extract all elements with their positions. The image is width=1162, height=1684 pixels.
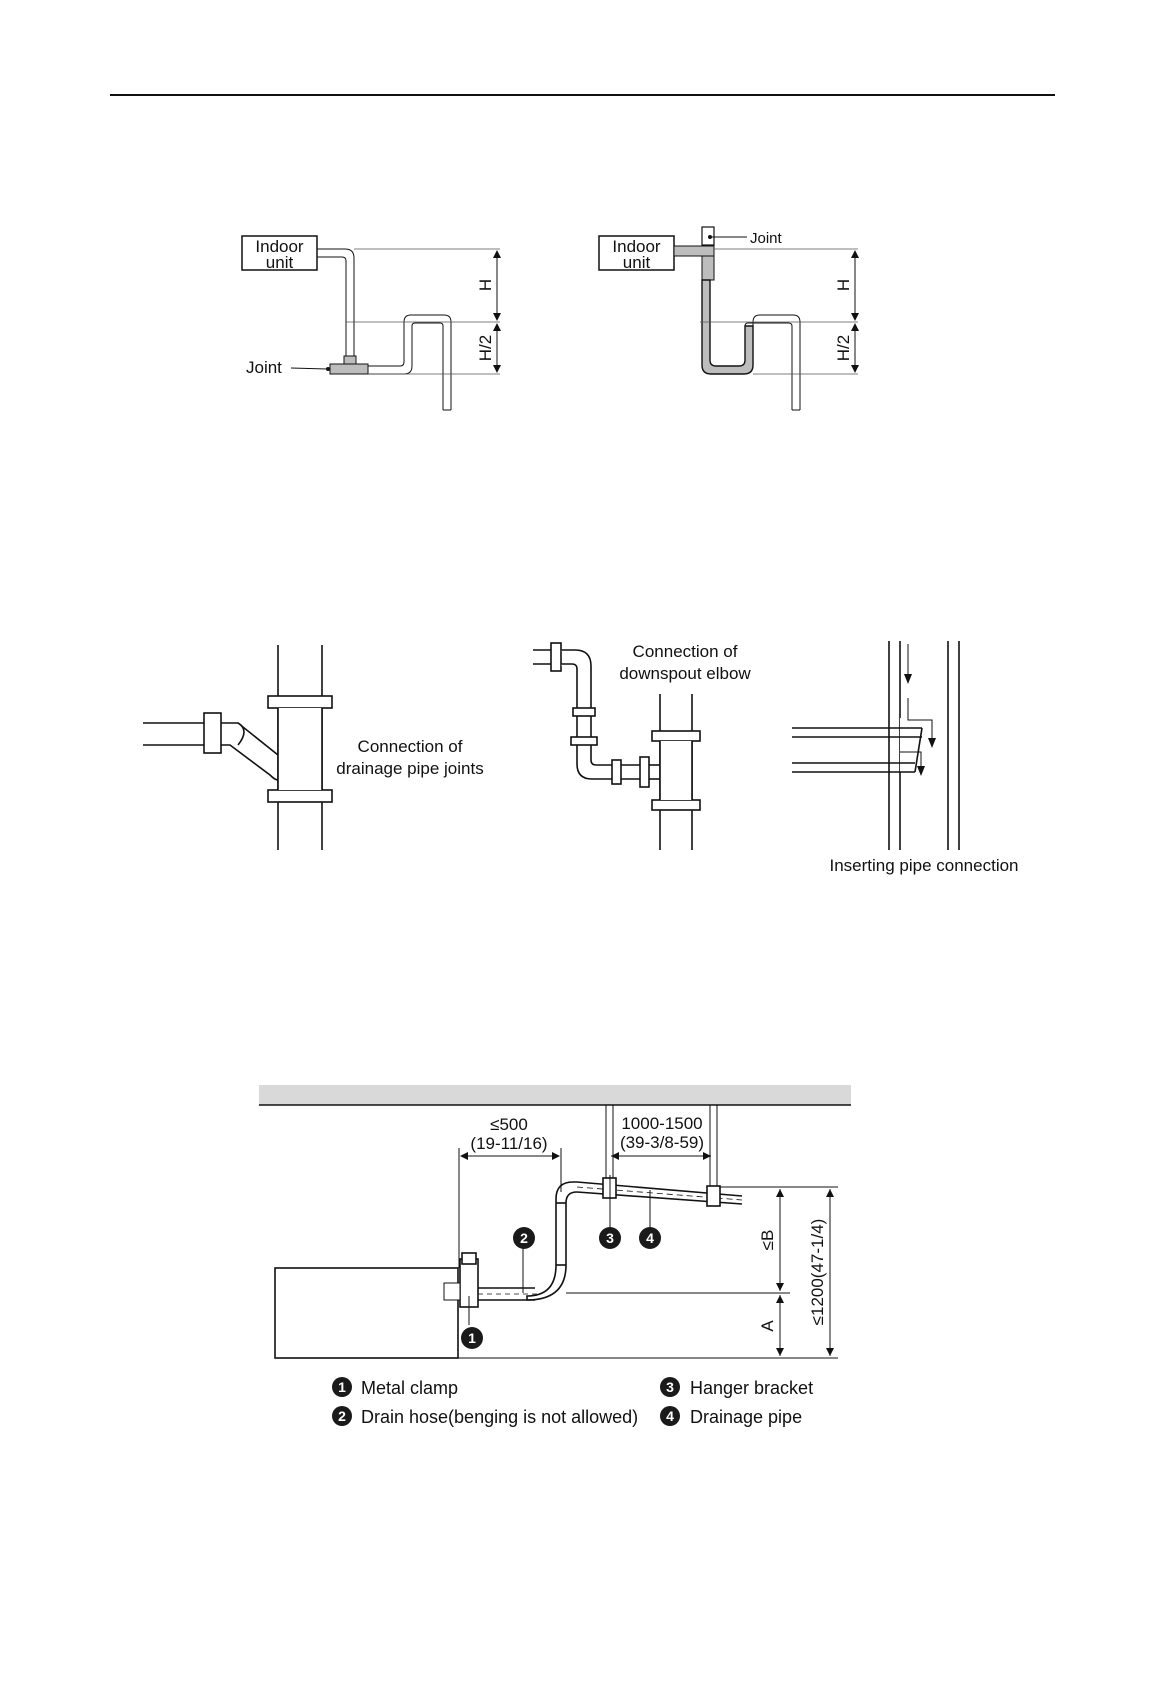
height-label: H (834, 279, 853, 291)
dim-hanger-label: (39-3/8-59) (620, 1133, 704, 1152)
drain-pipe (317, 249, 354, 356)
dim-500-label: (19-11/16) (470, 1134, 547, 1153)
badge-metal-clamp: 1 (461, 1327, 483, 1349)
elbow-coupling (640, 757, 649, 787)
inserting-label: Inserting pipe connection (829, 856, 1018, 875)
svg-text:Metal clamp: Metal clamp (361, 1378, 458, 1398)
dim-total-label: ≤1200(47-1/4) (808, 1219, 827, 1326)
flow-arrow (904, 674, 912, 684)
joint-block (330, 364, 368, 374)
trap-water (702, 280, 753, 374)
trap-diagram-right: Indoor unit Joint H H/2 (599, 227, 859, 410)
elbow-pipe (591, 745, 612, 765)
legend-item-drain-hose: 2 Drain hose(benging is not allowed) (332, 1406, 638, 1427)
elbow-coupling (571, 737, 597, 745)
hanger-bracket (707, 1186, 720, 1206)
legend-item-metal-clamp: 1 Metal clamp (332, 1377, 458, 1398)
joint-block (674, 246, 714, 256)
dim-hanger-label: 1000-1500 (621, 1114, 702, 1133)
indoor-unit-label: unit (266, 253, 294, 272)
elbow-coupling (551, 643, 561, 671)
half-height-label: H/2 (476, 335, 495, 361)
svg-text:3: 3 (606, 1230, 614, 1246)
dim-a-label: A (758, 1320, 777, 1332)
branch-coupling (204, 713, 221, 753)
indoor-unit-label: unit (623, 253, 651, 272)
legend-item-drainage-pipe: 4 Drainage pipe (660, 1406, 802, 1427)
downspout-label: downspout elbow (619, 664, 751, 683)
drainage-joint-label: drainage pipe joints (336, 759, 483, 778)
branch-pipe (221, 745, 278, 780)
installation-diagram: ≤500 (19-11/16) 1000-1500 (39-3/8-59) ≤B… (259, 1085, 851, 1358)
joint-label: Joint (750, 230, 783, 247)
ceiling-slab (259, 1085, 851, 1105)
svg-text:1: 1 (338, 1379, 346, 1395)
svg-text:4: 4 (646, 1230, 654, 1246)
trap-diagram-left: Indoor unit Joint H H/2 (242, 236, 501, 410)
drain-outlet (444, 1283, 460, 1300)
flow-arrow (928, 738, 936, 748)
elbow-pipe (561, 664, 577, 708)
joint-leader-dot (326, 367, 330, 371)
svg-text:2: 2 (338, 1408, 346, 1424)
legend-item-hanger-bracket: 3 Hanger bracket (660, 1377, 813, 1398)
dim-b-label: ≤B (758, 1230, 777, 1251)
downspout-elbow-diagram: Connection of downspout elbow (533, 642, 751, 850)
svg-text:3: 3 (666, 1379, 674, 1395)
elbow-coupling (612, 760, 621, 784)
drainage-joint-label: Connection of (358, 737, 463, 756)
half-height-label: H/2 (834, 335, 853, 361)
svg-text:Hanger bracket: Hanger bracket (690, 1378, 813, 1398)
drain-pipe (317, 257, 346, 356)
pipe-body (660, 741, 692, 800)
drainage-joint-diagram: Connection of drainage pipe joints (143, 645, 484, 850)
drain-pipe (753, 315, 800, 410)
pipe-flange (652, 731, 700, 741)
pipe-flange (652, 800, 700, 810)
inserting-pipe-diagram: Inserting pipe connection (792, 641, 1019, 875)
drain-pipe (368, 315, 451, 410)
pipe-flange (268, 790, 332, 802)
svg-text:1: 1 (468, 1330, 476, 1346)
dim-500-label: ≤500 (490, 1115, 528, 1134)
downspout-label: Connection of (633, 642, 738, 661)
indoor-unit-body (275, 1268, 458, 1358)
joint-block (702, 227, 714, 245)
pipe-body (278, 708, 322, 790)
metal-clamp (462, 1253, 476, 1264)
svg-text:Drainage pipe: Drainage pipe (690, 1407, 802, 1427)
joint-leader (291, 368, 327, 369)
pipe-flange (268, 696, 332, 708)
height-label: H (476, 279, 495, 291)
joint-leader-dot (708, 235, 712, 239)
badge-drainage-pipe: 4 (639, 1227, 661, 1249)
svg-text:4: 4 (666, 1408, 674, 1424)
elbow-coupling (573, 708, 595, 716)
legend: 1 Metal clamp 2 Drain hose(benging is no… (332, 1377, 813, 1427)
badge-drain-hose: 2 (513, 1227, 535, 1249)
svg-text:2: 2 (520, 1230, 528, 1246)
joint-block (702, 256, 714, 280)
badge-hanger-bracket: 3 (599, 1227, 621, 1249)
joint-label: Joint (246, 358, 282, 377)
svg-text:Drain hose(benging is not allo: Drain hose(benging is not allowed) (361, 1407, 638, 1427)
